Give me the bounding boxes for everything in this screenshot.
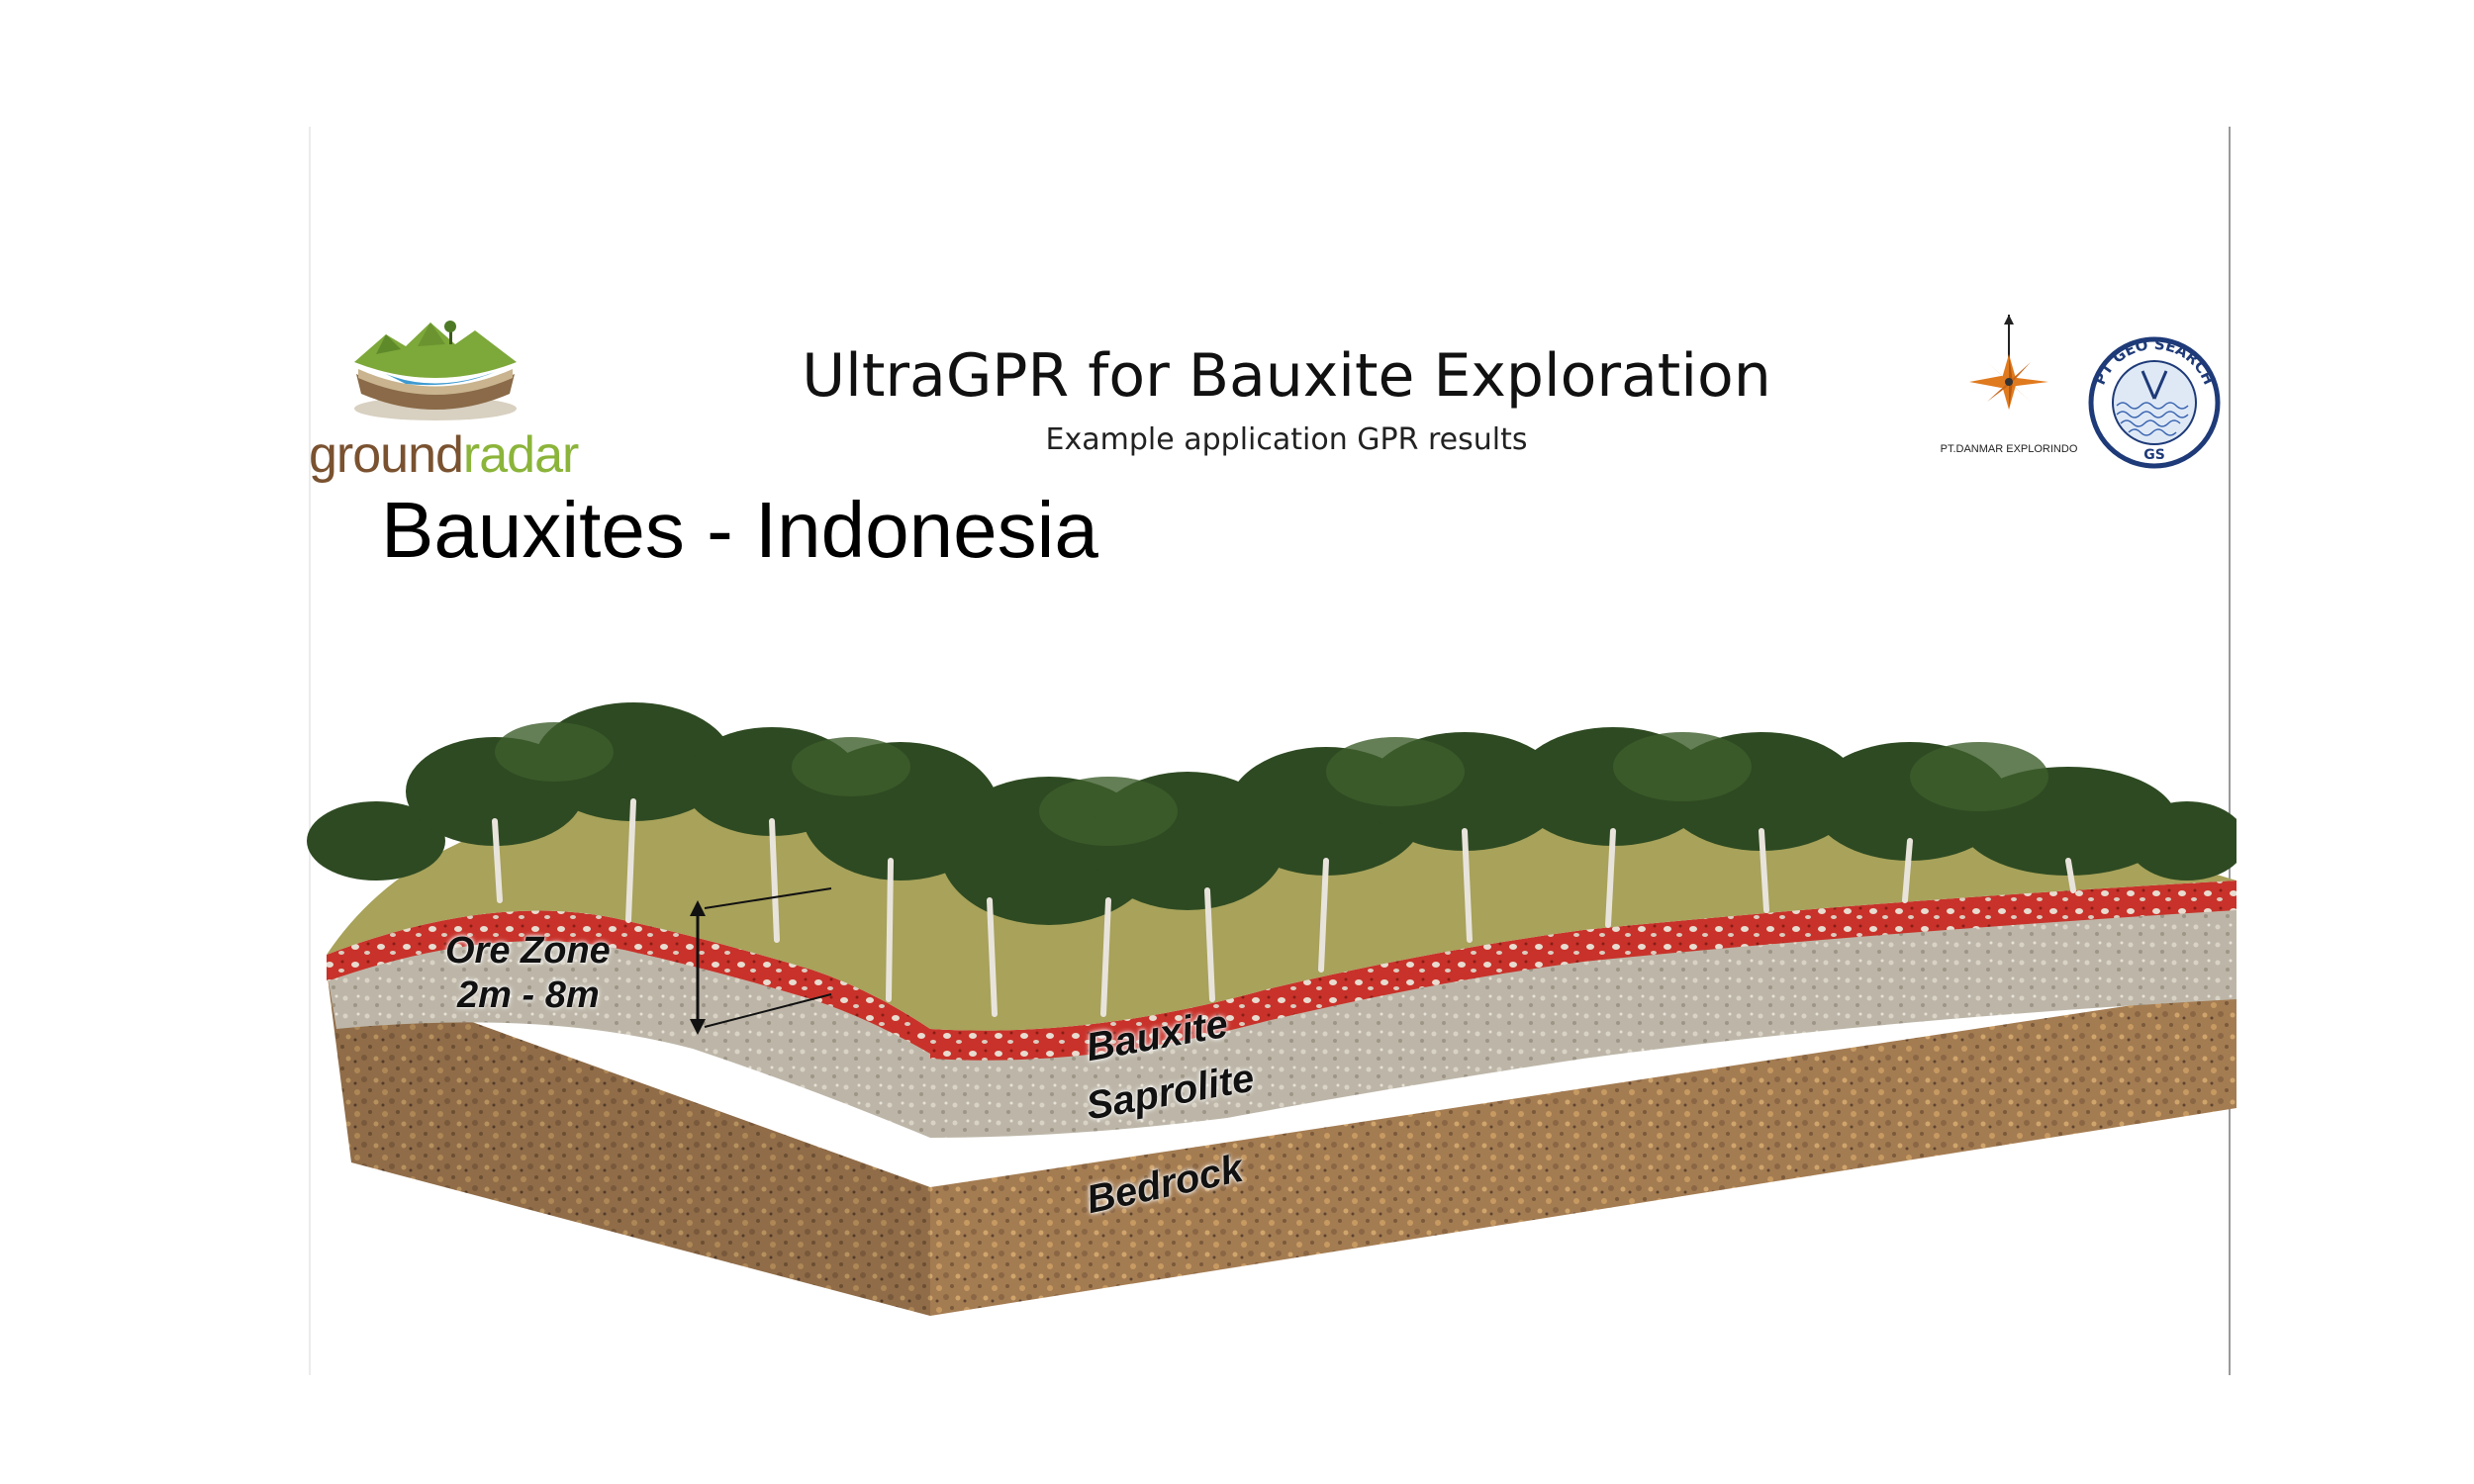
geosearch-initials: GS: [2143, 447, 2165, 463]
geosearch-logo: PT GEO SEARCH GS: [2083, 331, 2227, 470]
slide-subtitle: Example application GPR results: [1045, 422, 1528, 457]
groundradar-wordmark: groundradar: [309, 426, 579, 484]
danmar-caption: PT.DANMAR EXPLORINDO: [1940, 443, 2078, 455]
slide-left-border: [309, 127, 311, 1375]
section-heading: Bauxites - Indonesia: [381, 486, 1098, 574]
slide-right-border: [2229, 127, 2231, 1375]
groundradar-logo: groundradar: [309, 315, 579, 493]
bauxite-block-diagram: [307, 702, 2236, 1316]
landscape-logo-icon: [354, 321, 517, 420]
compass-rose-icon: [1969, 315, 2048, 410]
ore-depth-label: 2m - 8m: [457, 974, 600, 1016]
ore-zone-label: Ore Zone: [445, 930, 611, 972]
slide-title: UltraGPR for Bauxite Exploration: [802, 341, 1771, 411]
danmar-logo: PT.DANMAR EXPLORINDO: [1930, 315, 2088, 463]
